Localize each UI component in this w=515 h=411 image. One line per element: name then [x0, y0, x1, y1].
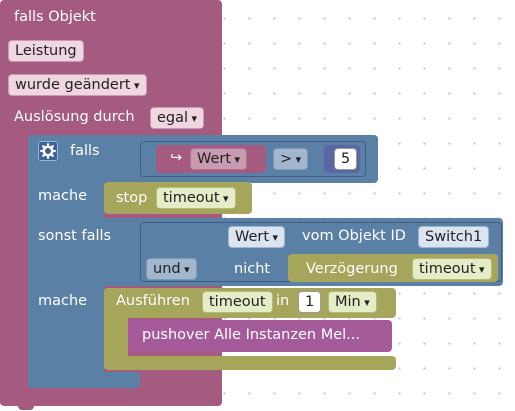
delay-timeout-dropdown[interactable]: timeout	[412, 258, 492, 280]
number-field[interactable]: 5	[334, 148, 358, 170]
timeout-block-bottom	[104, 356, 396, 370]
stop-label: stop	[116, 190, 148, 206]
timeout-var-field[interactable]: timeout	[202, 291, 273, 313]
trigger-block-bottom	[0, 390, 222, 406]
logic-and-dropdown[interactable]: und	[146, 258, 197, 280]
trigger-value-dropdown[interactable]: egal	[150, 107, 205, 129]
value-dropdown[interactable]: Wert	[228, 226, 286, 248]
timeout-label: Ausführen	[116, 293, 190, 309]
unit-dropdown[interactable]: Min	[328, 291, 377, 313]
pushover-label: pushover Alle Instanzen Mel...	[142, 327, 360, 343]
stop-timeout-dropdown[interactable]: timeout	[156, 187, 236, 209]
not-label: nicht	[234, 261, 271, 277]
trigger-object-field[interactable]: Leistung	[8, 40, 84, 62]
variable-dropdown[interactable]: Wert	[190, 148, 248, 170]
trigger-condition-dropdown[interactable]: wurde geändert	[8, 74, 147, 96]
trigger-block-notch	[18, 405, 34, 410]
object-id-field[interactable]: Switch1	[418, 226, 490, 248]
in-label: in	[276, 293, 290, 309]
delay-label: Verzögerung	[306, 261, 398, 277]
trigger-label: Auslösung durch	[14, 109, 135, 125]
operator-dropdown[interactable]: >	[273, 148, 309, 170]
pushover-block[interactable]	[128, 320, 392, 352]
of-object-label: vom Objekt ID	[302, 228, 406, 244]
gear-icon[interactable]	[38, 141, 58, 161]
then2-label: mache	[38, 293, 88, 309]
elseif-label: sonst falls	[38, 228, 112, 244]
variable-arrow-icon: ↪	[170, 150, 183, 166]
trigger-header: falls Objekt	[14, 9, 96, 25]
amount-field[interactable]: 1	[298, 291, 322, 313]
if-block-bottom	[28, 372, 140, 388]
if-label: falls	[70, 143, 100, 159]
then-label: mache	[38, 188, 88, 204]
